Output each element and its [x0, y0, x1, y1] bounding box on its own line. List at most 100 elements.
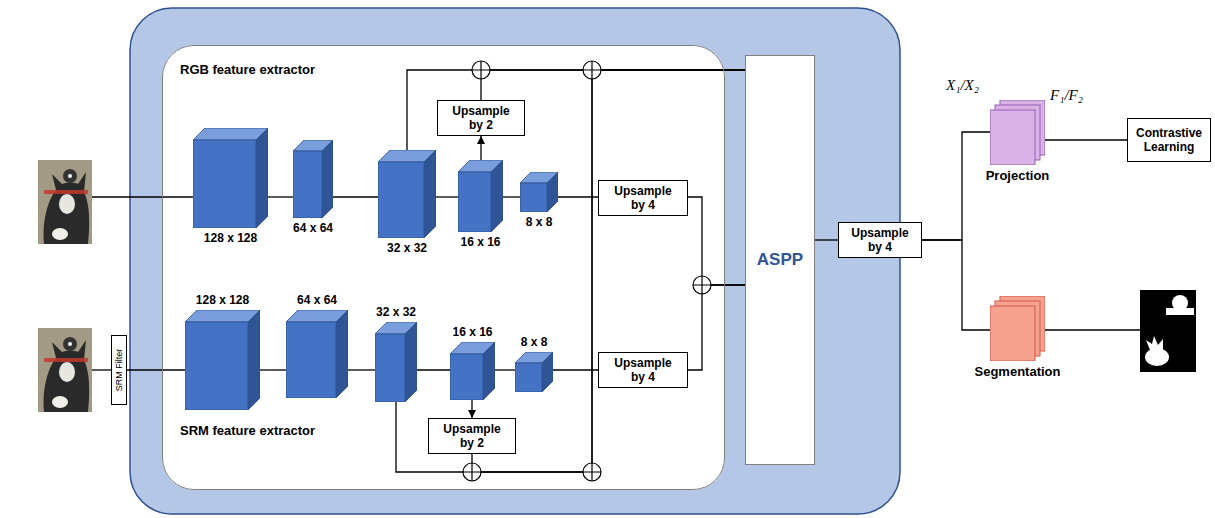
feature-block	[378, 150, 436, 238]
dimension-label: 16 x 16	[460, 235, 500, 249]
input-image	[38, 328, 92, 412]
dimension-label: 32 x 32	[387, 241, 427, 255]
process-box: Upsample by 2	[428, 418, 516, 454]
connector	[407, 70, 745, 150]
connector	[553, 369, 598, 370]
module-label: ASPP	[757, 250, 803, 270]
panel-heading: RGB feature extractor	[180, 62, 315, 78]
feature-block	[286, 310, 348, 398]
block-top	[185, 310, 260, 322]
block-side	[248, 310, 260, 410]
inner-panel-fill	[162, 45, 725, 490]
layer-stack: Segmentation	[975, 296, 1061, 380]
box-label: Upsample by 2	[440, 422, 504, 450]
connector	[495, 369, 515, 370]
output-wire	[1045, 329, 1140, 330]
connector	[688, 197, 745, 285]
feature-map: 64 x 64	[293, 140, 333, 235]
connector	[815, 239, 838, 240]
process-box: Contrastive Learning	[1127, 118, 1211, 162]
connector	[471, 400, 472, 418]
feature-extractor-panel: RGB feature extractorSRM feature extract…	[162, 45, 725, 490]
connector	[348, 369, 375, 370]
process-box: Upsample by 4	[838, 222, 922, 258]
outer-panel	[130, 8, 900, 514]
block-side	[322, 140, 333, 218]
layer-shape	[990, 100, 1045, 165]
layer-stack: Projection	[986, 100, 1050, 184]
connector	[481, 70, 745, 100]
feature-block	[515, 352, 553, 392]
block-side	[336, 310, 348, 398]
layer-shape	[990, 296, 1045, 361]
layer-sheet	[990, 306, 1035, 361]
connector	[922, 240, 990, 330]
block-front	[286, 322, 336, 398]
connector	[1045, 139, 1127, 140]
block-front	[458, 172, 491, 232]
feature-block	[520, 172, 558, 212]
sum-symbol	[583, 463, 601, 481]
block-side	[256, 128, 268, 228]
input-wire	[92, 369, 111, 370]
filter-label: SRM Filter	[114, 349, 124, 392]
sum-symbol	[472, 61, 490, 79]
dimension-label: 32 x 32	[376, 305, 416, 319]
connector	[503, 196, 520, 197]
dimension-label: 64 x 64	[297, 293, 337, 307]
mask-output	[1140, 290, 1196, 372]
block-side	[491, 160, 503, 232]
dimension-label: 8 x 8	[521, 335, 548, 349]
block-front	[293, 151, 322, 218]
box-label: Upsample by 4	[610, 356, 676, 384]
feature-map: 128 x 128	[193, 128, 268, 245]
block-front	[185, 322, 248, 410]
feature-block	[375, 322, 417, 402]
block-side	[405, 322, 417, 402]
connector	[127, 369, 185, 370]
process-box: Upsample by 2	[437, 100, 525, 136]
stage-label: Projection	[986, 168, 1050, 184]
feature-map: 128 x 128	[185, 293, 260, 410]
panel-heading: SRM feature extractor	[180, 423, 315, 439]
connector	[268, 196, 293, 197]
block-side	[542, 352, 553, 392]
feature-map: 8 x 8	[515, 335, 553, 392]
feature-block	[458, 160, 503, 232]
process-box: Upsample by 4	[598, 352, 688, 388]
block-side	[547, 172, 558, 212]
dimension-label: 128 x 128	[196, 293, 249, 307]
connector	[922, 132, 990, 240]
feature-block	[450, 342, 495, 400]
connector	[260, 369, 286, 370]
block-front	[378, 162, 424, 238]
dimension-label: 64 x 64	[293, 221, 333, 235]
input-image	[38, 160, 92, 244]
filter-box: SRM Filter	[111, 335, 127, 405]
box-label: Contrastive Learning	[1133, 126, 1205, 154]
feature-block	[185, 310, 260, 410]
dimension-label: 128 x 128	[204, 231, 257, 245]
block-side	[424, 150, 436, 238]
sum-symbol	[693, 276, 711, 294]
feature-block	[193, 128, 268, 228]
feature-map: 64 x 64	[286, 293, 348, 398]
feature-map: 32 x 32	[375, 305, 417, 402]
block-front	[375, 334, 405, 402]
box-label: Upsample by 4	[850, 226, 910, 254]
aspp-box: ASPP	[745, 55, 815, 465]
math-label: F₁/F₂	[1050, 86, 1083, 104]
feature-block	[293, 140, 333, 218]
block-top	[193, 128, 268, 140]
sum-symbol	[583, 61, 601, 79]
connector	[333, 196, 378, 197]
process-box: Upsample by 4	[598, 180, 688, 216]
block-front	[520, 183, 547, 212]
dimension-label: 8 x 8	[526, 215, 553, 229]
math-label: X₁/X₂	[946, 76, 979, 94]
block-front	[193, 140, 256, 228]
feature-map: 16 x 16	[458, 160, 503, 249]
